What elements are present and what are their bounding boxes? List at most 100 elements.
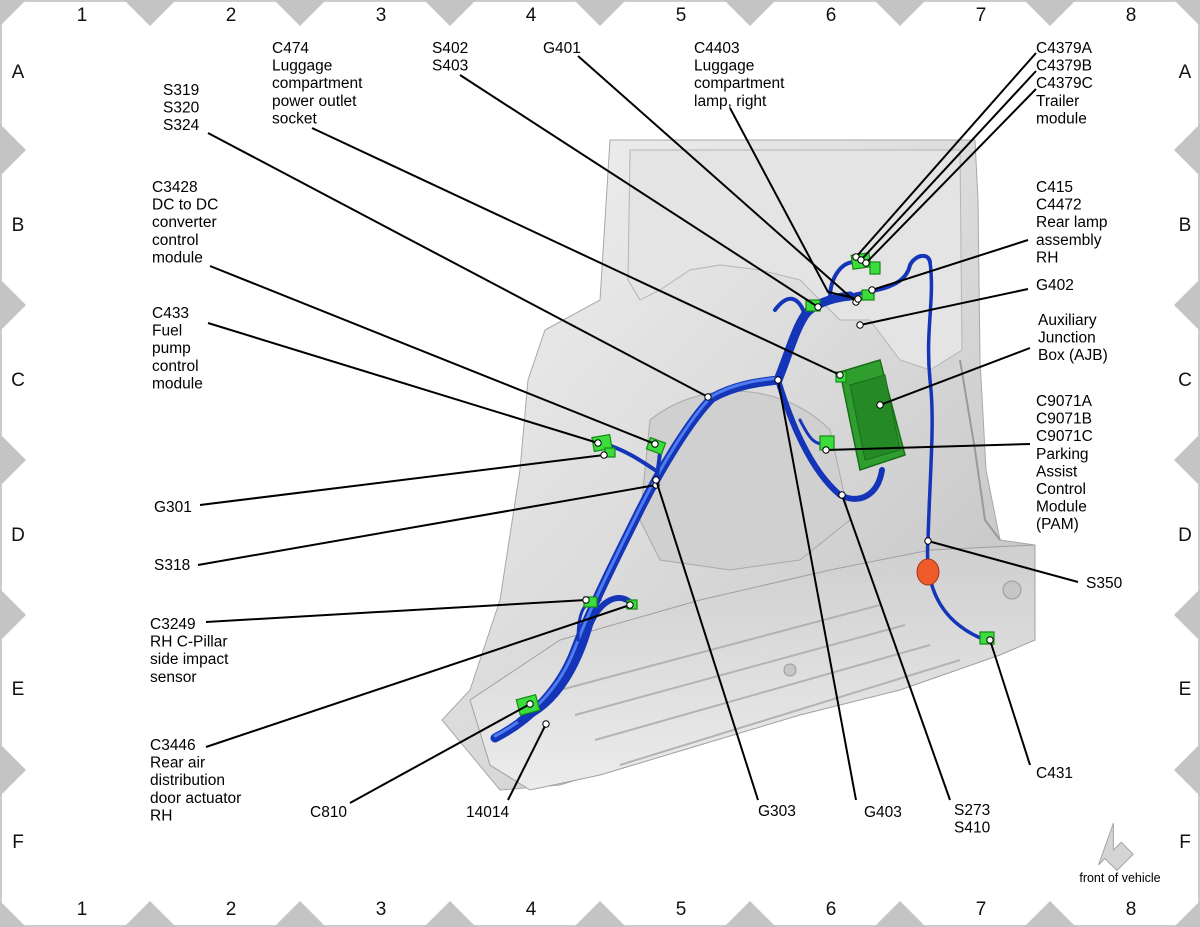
- leader-line-c415: [871, 239, 1029, 291]
- row-label: D: [1178, 525, 1192, 546]
- zone-marker-corner: [0, 901, 26, 927]
- leader-endpoint: [814, 303, 822, 311]
- callout-line: Rear air: [150, 755, 205, 772]
- callout-g401: G401: [543, 40, 581, 57]
- leader-line-c4403: [729, 107, 859, 300]
- zone-marker-right: [1174, 744, 1200, 796]
- callout-p14014: 14014: [466, 804, 509, 821]
- zone-marker-bottom: [1024, 901, 1076, 927]
- zone-marker-right: [1174, 279, 1200, 331]
- leader-endpoint: [652, 476, 660, 484]
- zone-marker-corner: [1174, 901, 1200, 927]
- callout-line: Box (AJB): [1038, 347, 1108, 364]
- leader-line-p14014: [507, 723, 547, 801]
- callout-g402: G402: [1036, 277, 1074, 294]
- leader-endpoint: [542, 720, 550, 728]
- column-label: 5: [676, 899, 687, 920]
- leader-line-c4379: [860, 70, 1037, 261]
- leader-line-c3446: [205, 604, 631, 748]
- leader-endpoint: [594, 439, 602, 447]
- callout-line: C9071B: [1036, 411, 1092, 428]
- zone-marker-top: [574, 0, 626, 26]
- callout-line: S320: [163, 100, 200, 117]
- leader-endpoint: [822, 446, 830, 454]
- callout-line: S318: [154, 557, 190, 574]
- callout-line: C4472: [1036, 197, 1082, 214]
- zone-marker-bottom: [274, 901, 326, 927]
- leader-line-c3249: [205, 599, 587, 623]
- callout-line: Luggage: [694, 58, 754, 75]
- leader-endpoint: [626, 601, 634, 609]
- callout-line: assembly: [1036, 232, 1102, 249]
- leader-endpoint: [704, 393, 712, 401]
- callout-line: distribution: [150, 772, 225, 789]
- callout-line: Rear lamp: [1036, 214, 1108, 231]
- callout-line: pump: [152, 340, 191, 357]
- leader-line-c433: [207, 322, 599, 444]
- callout-line: C415: [1036, 179, 1073, 196]
- leader-line-c431: [989, 639, 1031, 766]
- callout-line: side impact: [150, 651, 229, 668]
- leader-line-c3428: [209, 265, 656, 445]
- callout-line: lamp, right: [694, 93, 767, 110]
- leader-endpoint: [651, 440, 659, 448]
- callout-line: S402: [432, 40, 468, 57]
- row-label: E: [1179, 679, 1192, 700]
- leader-line-ajb: [879, 347, 1031, 406]
- callout-line: control: [152, 358, 199, 375]
- leader-endpoint: [856, 321, 864, 329]
- zone-marker-top: [424, 0, 476, 26]
- row-label: F: [1179, 832, 1191, 853]
- leader-line-c810: [349, 703, 531, 804]
- callout-line: C433: [152, 305, 189, 322]
- column-label: 7: [976, 899, 987, 920]
- callout-line: Auxiliary: [1038, 312, 1097, 329]
- auxiliary-junction-box: [839, 359, 906, 471]
- callout-line: C3446: [150, 737, 196, 754]
- column-label: 4: [526, 5, 537, 26]
- leader-endpoint: [600, 451, 608, 459]
- column-label: 7: [976, 5, 987, 26]
- callout-line: Module: [1036, 499, 1087, 516]
- zone-marker-left: [0, 124, 26, 176]
- zone-marker-right: [1174, 434, 1200, 486]
- callout-line: S324: [163, 117, 200, 134]
- row-label: B: [12, 215, 25, 236]
- callout-g403: G403: [864, 804, 902, 821]
- leader-line-s273: [841, 494, 951, 801]
- callout-line: door actuator: [150, 790, 241, 807]
- row-label: D: [11, 525, 25, 546]
- leader-endpoint: [862, 259, 870, 267]
- leader-endpoint: [854, 295, 862, 303]
- callout-line: Assist: [1036, 463, 1078, 480]
- leader-line-g402: [859, 288, 1029, 326]
- callout-line: S319: [163, 82, 199, 99]
- callout-line: Fuel: [152, 323, 182, 340]
- callout-line: module: [152, 375, 203, 392]
- front-direction-arrow-icon: [1098, 822, 1134, 872]
- leader-endpoint: [836, 371, 844, 379]
- callout-line: C4379A: [1036, 40, 1093, 57]
- zone-marker-bottom: [574, 901, 626, 927]
- leader-endpoint: [876, 401, 884, 409]
- column-label: 3: [376, 899, 387, 920]
- callout-line: compartment: [272, 75, 363, 92]
- callout-line: Luggage: [272, 58, 332, 75]
- leader-line-s318: [197, 484, 657, 566]
- column-label: 2: [226, 5, 237, 26]
- leader-line-s319: [207, 132, 709, 398]
- leader-lines: [197, 52, 1079, 804]
- zone-marker-left: [0, 744, 26, 796]
- column-label: 8: [1126, 5, 1137, 26]
- callout-line: S410: [954, 820, 991, 837]
- zone-marker-top: [1024, 0, 1076, 26]
